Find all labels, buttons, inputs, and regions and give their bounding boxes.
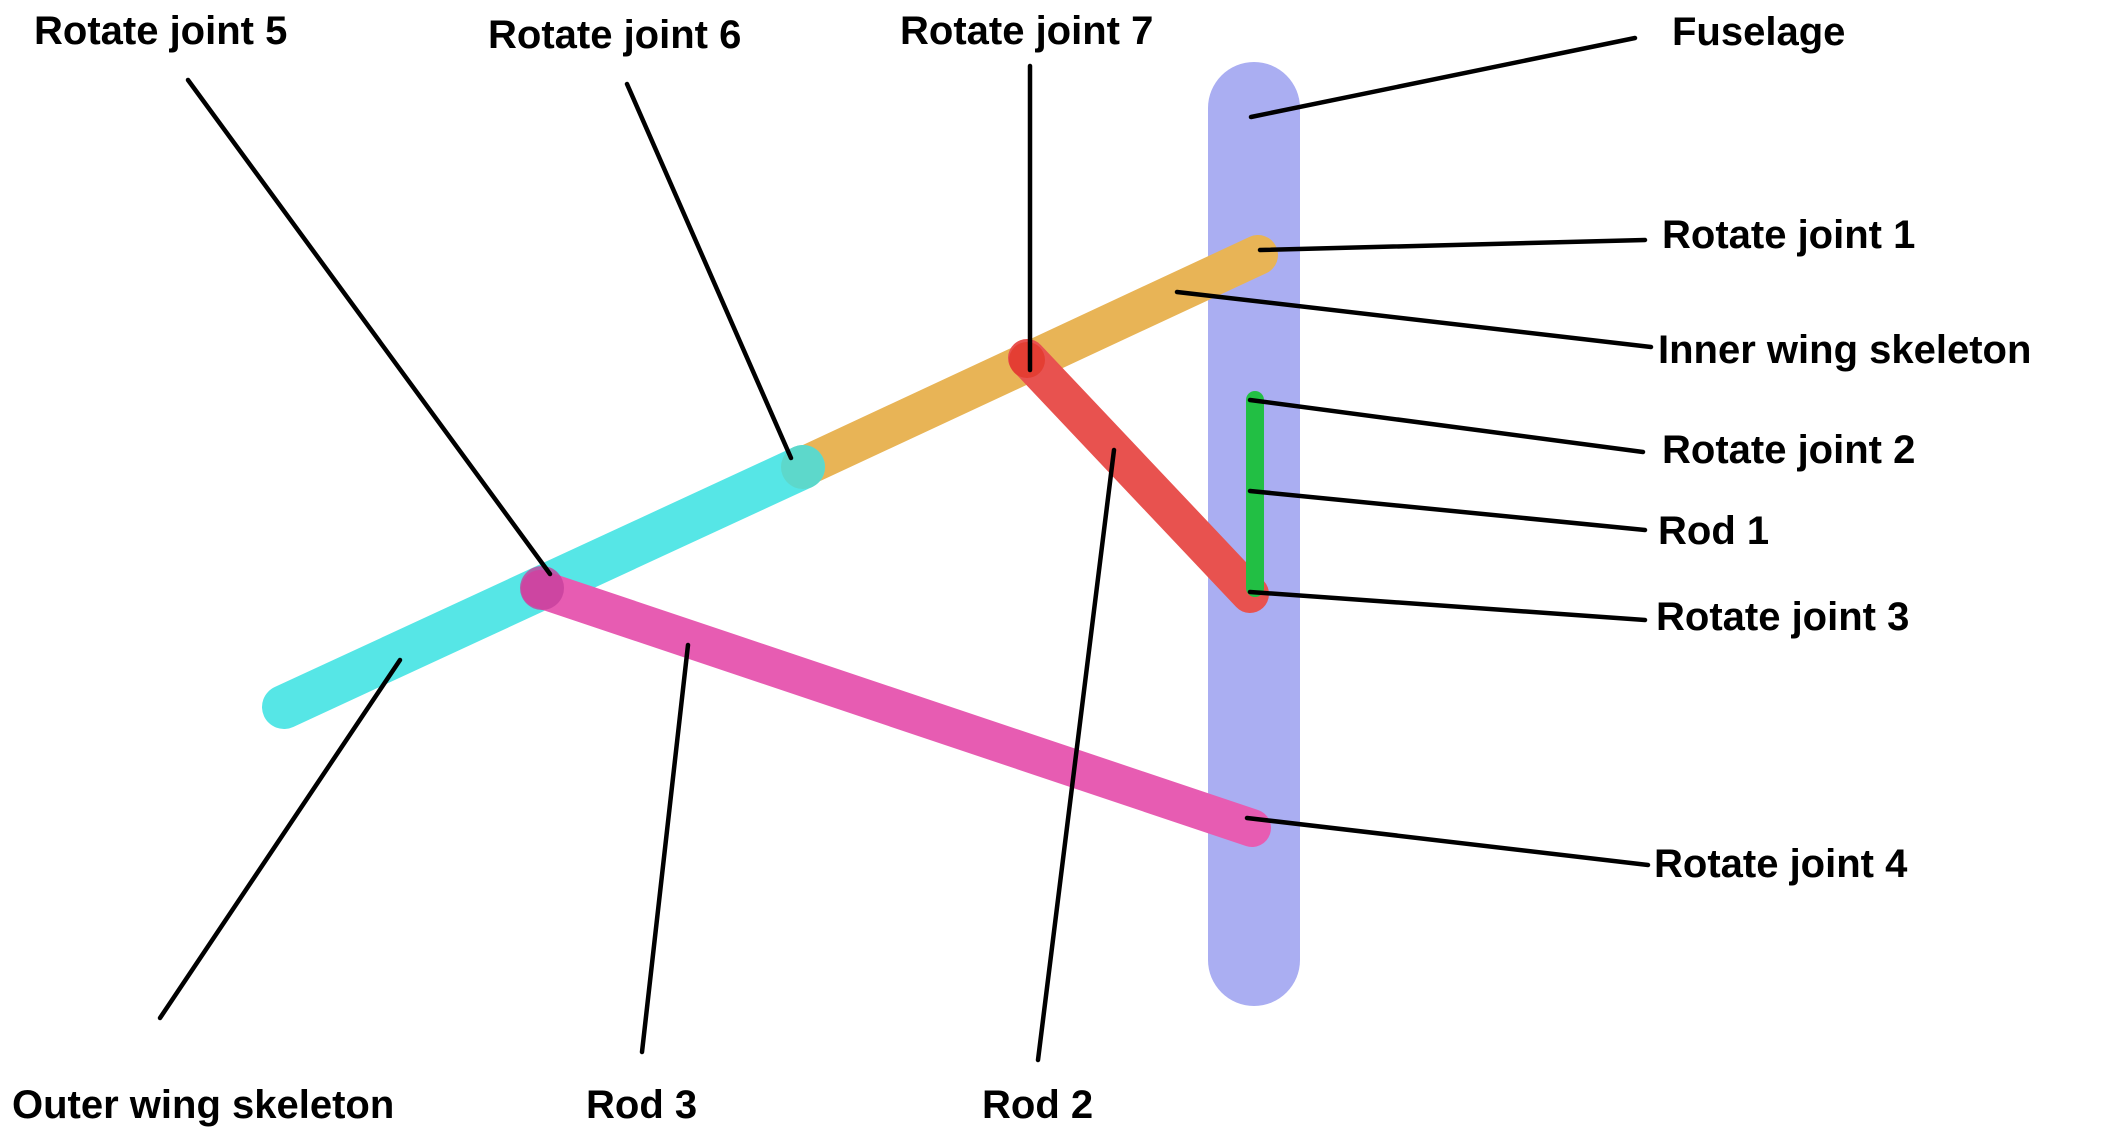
leader-rotate-joint-3 [1247, 589, 1648, 623]
rotate-joint-5-node [520, 566, 564, 610]
leader-inner-wing-skeleton [1174, 289, 1654, 350]
label-rotate-joint-4: Rotate joint 4 [1654, 842, 1908, 886]
label-rotate-joint-5: Rotate joint 5 [34, 9, 287, 53]
label-rotate-joint-1: Rotate joint 1 [1662, 213, 1915, 257]
leader-outer-wing-skeleton [157, 657, 403, 1021]
leader-fuselage [1248, 35, 1638, 120]
leader-rotate-joint-1 [1257, 237, 1648, 253]
label-rod-1: Rod 1 [1658, 509, 1769, 553]
leader-rotate-joint-4 [1244, 815, 1651, 868]
label-inner-wing-skeleton: Inner wing skeleton [1658, 328, 2031, 372]
rod-3-bar [521, 570, 1271, 847]
label-rod-3: Rod 3 [586, 1083, 697, 1127]
label-rod-2: Rod 2 [982, 1083, 1093, 1127]
label-rotate-joint-6: Rotate joint 6 [488, 13, 741, 57]
label-rotate-joint-7: Rotate joint 7 [900, 9, 1153, 53]
rotate-joint-7-node [1009, 342, 1045, 378]
label-fuselage: Fuselage [1672, 10, 1845, 54]
leader-rotate-joint-6 [624, 81, 794, 461]
label-rotate-joint-2: Rotate joint 2 [1662, 428, 1915, 472]
rod-2-bar [1008, 339, 1269, 613]
leader-rod-2 [1035, 447, 1117, 1063]
leader-rotate-joint-2 [1247, 397, 1646, 455]
leader-rotate-joint-5 [185, 77, 553, 577]
leader-rod-3 [639, 642, 691, 1055]
labels: Fuselage Rotate joint 1 Inner wing skele… [12, 9, 2031, 1127]
label-outer-wing-skeleton: Outer wing skeleton [12, 1083, 394, 1127]
leader-rod-1 [1247, 488, 1648, 533]
leader-lines [157, 35, 1654, 1063]
label-rotate-joint-3: Rotate joint 3 [1656, 595, 1909, 639]
